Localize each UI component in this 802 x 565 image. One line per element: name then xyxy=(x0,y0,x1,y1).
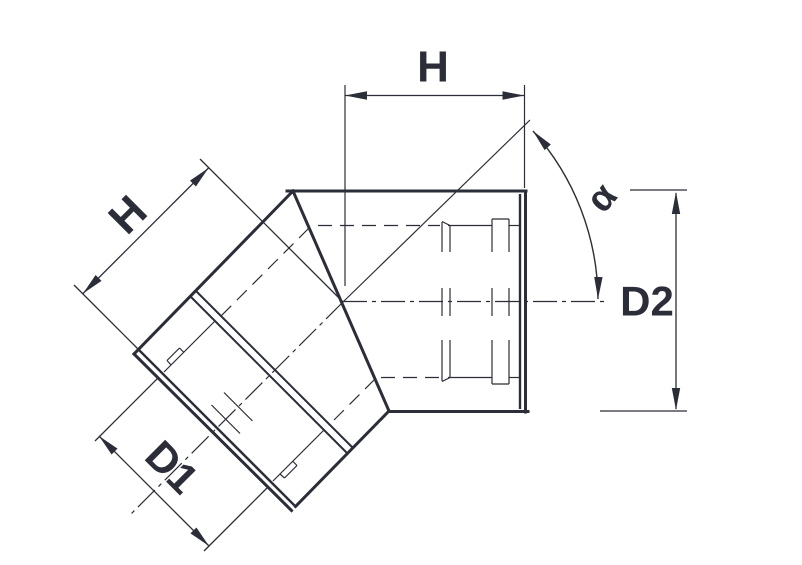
detail-lines-segment xyxy=(272,429,325,482)
dim-label-alpha: α xyxy=(578,176,625,221)
dimension-lines xyxy=(73,94,687,552)
hidden-lines xyxy=(220,224,440,425)
arrow-d1-down xyxy=(190,527,209,546)
arrow-alpha-end xyxy=(594,276,603,299)
detail-lines-segment xyxy=(284,465,298,479)
centerlines xyxy=(129,300,608,516)
arrow-h-top-left xyxy=(345,91,367,100)
detail-lines-segment xyxy=(279,473,285,479)
arrow-alpha-start xyxy=(533,131,551,151)
detail-lines-segment xyxy=(292,460,298,466)
outline-lines-segment xyxy=(293,408,392,509)
detail-lines-segment xyxy=(342,119,531,303)
detail-lines-segment xyxy=(166,347,180,361)
dim-label-h-left: H xyxy=(99,186,156,243)
detail-lines-segment xyxy=(211,404,241,434)
outline-lines-segment xyxy=(131,188,296,357)
centerlines-segment xyxy=(129,301,344,516)
dimension-lines-segment xyxy=(203,487,268,552)
arrow-d2-top xyxy=(671,192,681,214)
arrow-d2-bottom xyxy=(671,388,681,410)
dim-label-h-top: H xyxy=(417,43,449,92)
outline-lines xyxy=(131,188,530,513)
angle-arc xyxy=(532,130,599,300)
detail-lines-segment xyxy=(163,320,216,373)
ring-lines xyxy=(190,290,355,455)
dimension-lines-segment xyxy=(199,158,344,303)
ring-lines-segment xyxy=(195,290,355,450)
socket-end-lines-segment xyxy=(137,348,297,508)
detail-lines xyxy=(163,85,531,482)
detail-lines-segment xyxy=(179,347,185,353)
dimension-lines-segment xyxy=(98,435,210,547)
arrow-h-top-right xyxy=(502,91,525,100)
ring-lines-segment xyxy=(190,296,349,455)
arrow-h-left-down xyxy=(83,274,102,294)
detail-lines-segment xyxy=(441,376,451,383)
dimension-lines-segment xyxy=(82,167,209,294)
hidden-lines-segment xyxy=(329,378,376,425)
dimension-lines-segment xyxy=(73,284,139,350)
hidden-lines-segment xyxy=(220,227,310,317)
arrow-d1-up xyxy=(99,436,118,455)
dimension-lines-segment xyxy=(94,377,159,442)
dim-label-d1: D1 xyxy=(136,431,207,502)
detail-lines-segment xyxy=(223,392,253,422)
arrow-h-left-up xyxy=(189,168,209,187)
socket-end-lines xyxy=(137,194,522,508)
dim-label-d2: D2 xyxy=(620,278,674,325)
outline-lines-segment xyxy=(131,351,294,513)
detail-lines-segment xyxy=(166,360,172,366)
detail-lines-segment xyxy=(441,220,451,227)
outline-lines-segment xyxy=(291,189,391,413)
